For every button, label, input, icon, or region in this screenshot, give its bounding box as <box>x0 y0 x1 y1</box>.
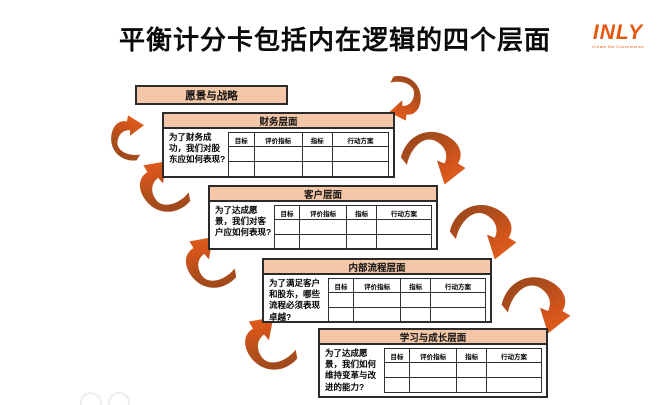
logo-text: INLY <box>592 21 644 44</box>
scorecard-table: 目标 评价指标 指标 行动方案 <box>228 132 390 177</box>
scorecard-table: 目标 评价指标 指标 行动方案 <box>273 205 432 250</box>
table-cell <box>430 307 486 323</box>
table-cell <box>301 146 333 162</box>
curved-arrow-down-3-icon <box>449 205 517 260</box>
vision-strategy-label: 愿景与战略 <box>185 89 238 102</box>
table-row <box>327 292 486 308</box>
table-cell <box>456 377 488 393</box>
table-row <box>383 377 542 393</box>
table-cell <box>253 146 303 162</box>
logo-tagline: Create the Convenience <box>592 44 644 49</box>
table-header-row: 目标 评价指标 指标 行动方案 <box>383 348 542 363</box>
perspective-header: 客户层面 <box>210 187 436 202</box>
perspective-question: 为了财务成功，我们对股东应如何表现? <box>169 132 226 165</box>
perspective-question: 为了满足客户和股东，哪些流程必须表现卓越? <box>269 278 321 322</box>
table-row <box>273 234 432 250</box>
table-header-cell: 行动方案 <box>486 348 542 363</box>
perspective-box-financial: 财务层面 为了财务成功，我们对股东应如何表现? 目标 评价指标 指标 行动方案 <box>162 112 395 178</box>
table-row <box>273 219 432 235</box>
perspective-question: 为了达成愿景，我们如何维持变革与改进的能力? <box>325 348 377 392</box>
table-cell <box>376 219 432 235</box>
table-cell <box>409 377 458 393</box>
table-cell <box>353 292 402 308</box>
table-header-cell: 指标 <box>400 278 432 293</box>
table-header-row: 目标 评价指标 指标 行动方案 <box>228 132 390 147</box>
table-cell <box>299 234 348 250</box>
table-header-cell: 行动方案 <box>376 205 432 220</box>
table-header-cell: 评价指标 <box>253 132 303 147</box>
table-cell <box>273 234 301 250</box>
table-header-cell: 评价指标 <box>299 205 348 220</box>
table-cell <box>331 146 390 162</box>
page-title: 平衡计分卡包括内在逻辑的四个层面 <box>118 25 551 55</box>
table-cell <box>376 234 432 250</box>
curved-arrow-down-2-icon <box>401 131 466 185</box>
table-row <box>383 362 542 378</box>
table-header-row: 目标 评价指标 指标 行动方案 <box>273 205 432 220</box>
table-cell <box>409 362 458 378</box>
table-cell <box>301 161 333 177</box>
inly-logo: INLY Create the Convenience <box>592 22 644 49</box>
table-header-cell: 行动方案 <box>331 132 390 147</box>
table-cell <box>228 161 255 177</box>
table-header-cell: 目标 <box>228 132 255 147</box>
table-cell <box>273 219 301 235</box>
table-header-cell: 目标 <box>327 278 355 293</box>
vision-strategy-box: 愿景与战略 <box>135 85 288 105</box>
table-row <box>228 161 390 177</box>
table-cell <box>327 292 355 308</box>
perspective-header: 学习与成长层面 <box>320 330 546 345</box>
table-cell <box>486 377 542 393</box>
table-cell <box>383 362 411 378</box>
table-cell <box>299 219 348 235</box>
perspective-question: 为了达成愿景，我们对客户应如何表现? <box>215 205 272 238</box>
table-row <box>228 146 390 162</box>
table-header-cell: 指标 <box>301 132 333 147</box>
table-header-cell: 指标 <box>346 205 378 220</box>
watermark-circles <box>80 392 130 405</box>
scorecard-table: 目标 评价指标 指标 行动方案 <box>327 278 486 323</box>
table-cell <box>327 307 355 323</box>
perspective-box-internal-process: 内部流程层面 为了满足客户和股东，哪些流程必须表现卓越? 目标 评价指标 指标 … <box>262 258 492 323</box>
table-header-cell: 目标 <box>273 205 301 220</box>
table-cell <box>400 292 432 308</box>
table-header-cell: 指标 <box>456 348 488 363</box>
table-header-cell: 行动方案 <box>430 278 486 293</box>
table-cell <box>486 362 542 378</box>
table-cell <box>383 377 411 393</box>
table-header-row: 目标 评价指标 指标 行动方案 <box>327 278 486 293</box>
scorecard-table: 目标 评价指标 指标 行动方案 <box>383 348 542 393</box>
perspective-header: 内部流程层面 <box>264 260 490 275</box>
perspective-header: 财务层面 <box>164 114 393 129</box>
table-cell <box>346 219 378 235</box>
table-header-cell: 评价指标 <box>409 348 458 363</box>
table-row <box>327 307 486 323</box>
perspective-box-customer: 客户层面 为了达成愿景，我们对客户应如何表现? 目标 评价指标 指标 行动方案 <box>208 185 438 250</box>
table-header-cell: 评价指标 <box>353 278 402 293</box>
curved-arrow-down-4-icon <box>501 277 571 334</box>
perspective-box-learning-growth: 学习与成长层面 为了达成愿景，我们如何维持变革与改进的能力? 目标 评价指标 指… <box>318 328 548 398</box>
table-cell <box>331 161 390 177</box>
table-cell <box>346 234 378 250</box>
table-cell <box>456 362 488 378</box>
table-cell <box>253 161 303 177</box>
table-header-cell: 目标 <box>383 348 411 363</box>
table-cell <box>430 292 486 308</box>
table-cell <box>228 146 255 162</box>
table-cell <box>353 307 402 323</box>
table-cell <box>400 307 432 323</box>
